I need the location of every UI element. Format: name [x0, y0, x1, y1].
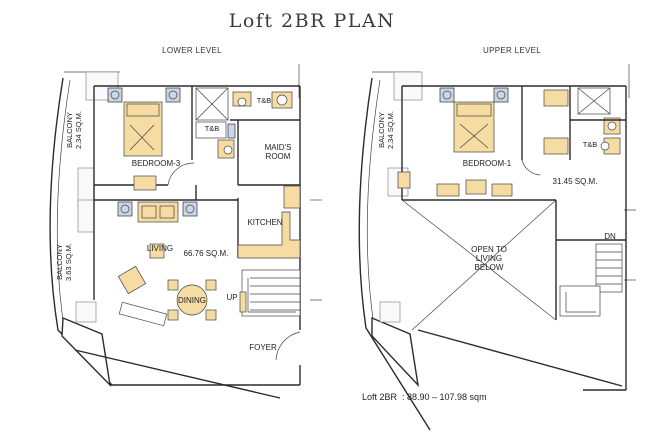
bedroom3-label: BEDROOM-3 — [132, 159, 181, 168]
upper-area-label: 31.45 SQ.M. — [553, 177, 598, 186]
upper-balcony-label-1: BALCONY — [377, 112, 386, 148]
footer-range: : 88.90 – 107.98 sqm — [402, 392, 487, 402]
open-area-diagonal-1 — [401, 199, 557, 321]
upper-tb-label: T&B — [583, 140, 598, 149]
upper-curved-facade — [358, 77, 431, 431]
lower-balcony-top-label-1: BALCONY — [65, 112, 74, 148]
maids-room-label-2: ROOM — [266, 152, 291, 161]
open-label-2: LIVING — [476, 254, 502, 263]
lower-area-label: 66.76 SQ.M. — [184, 249, 229, 258]
plan-title: Loft 2BR PLAN — [229, 10, 395, 32]
open-area-diagonal-2 — [411, 199, 557, 331]
foyer-label: FOYER — [249, 343, 277, 352]
lower-level-plan: LOWER LEVEL BEDROOM-3 — [49, 46, 322, 399]
maids-room-label-1: MAID'S — [265, 143, 292, 152]
lower-balcony-top-label-2: 2.34 SQ.M. — [74, 111, 83, 149]
kitchen-label: KITCHEN — [247, 218, 282, 227]
footer-label: Loft 2BR — [362, 392, 398, 402]
tb-top-label: T&B — [257, 96, 272, 105]
upper-balcony-label-2: 2.34 SQ.M. — [386, 111, 395, 149]
lower-balcony-bottom-label-2: 3.63 SQ.M. — [64, 243, 73, 281]
lower-level-heading: LOWER LEVEL — [162, 46, 222, 55]
dn-label: DN — [604, 232, 616, 241]
open-label-1: OPEN TO — [471, 245, 507, 254]
lower-balcony-bottom-label-1: BALCONY — [55, 244, 64, 280]
up-label: UP — [226, 293, 237, 302]
living-label: LIVING — [147, 244, 173, 253]
open-label-3: BELOW — [475, 263, 504, 272]
bedroom1-label: BEDROOM-1 — [463, 159, 512, 168]
dining-label: DINING — [178, 296, 206, 305]
upper-level-heading: UPPER LEVEL — [483, 46, 541, 55]
lower-curved-facade — [49, 77, 113, 386]
tb-mid-label: T&B — [205, 124, 220, 133]
upper-level-plan: UPPER LEVEL BEDROOM-1 — [358, 46, 636, 431]
dining-table — [176, 284, 208, 316]
